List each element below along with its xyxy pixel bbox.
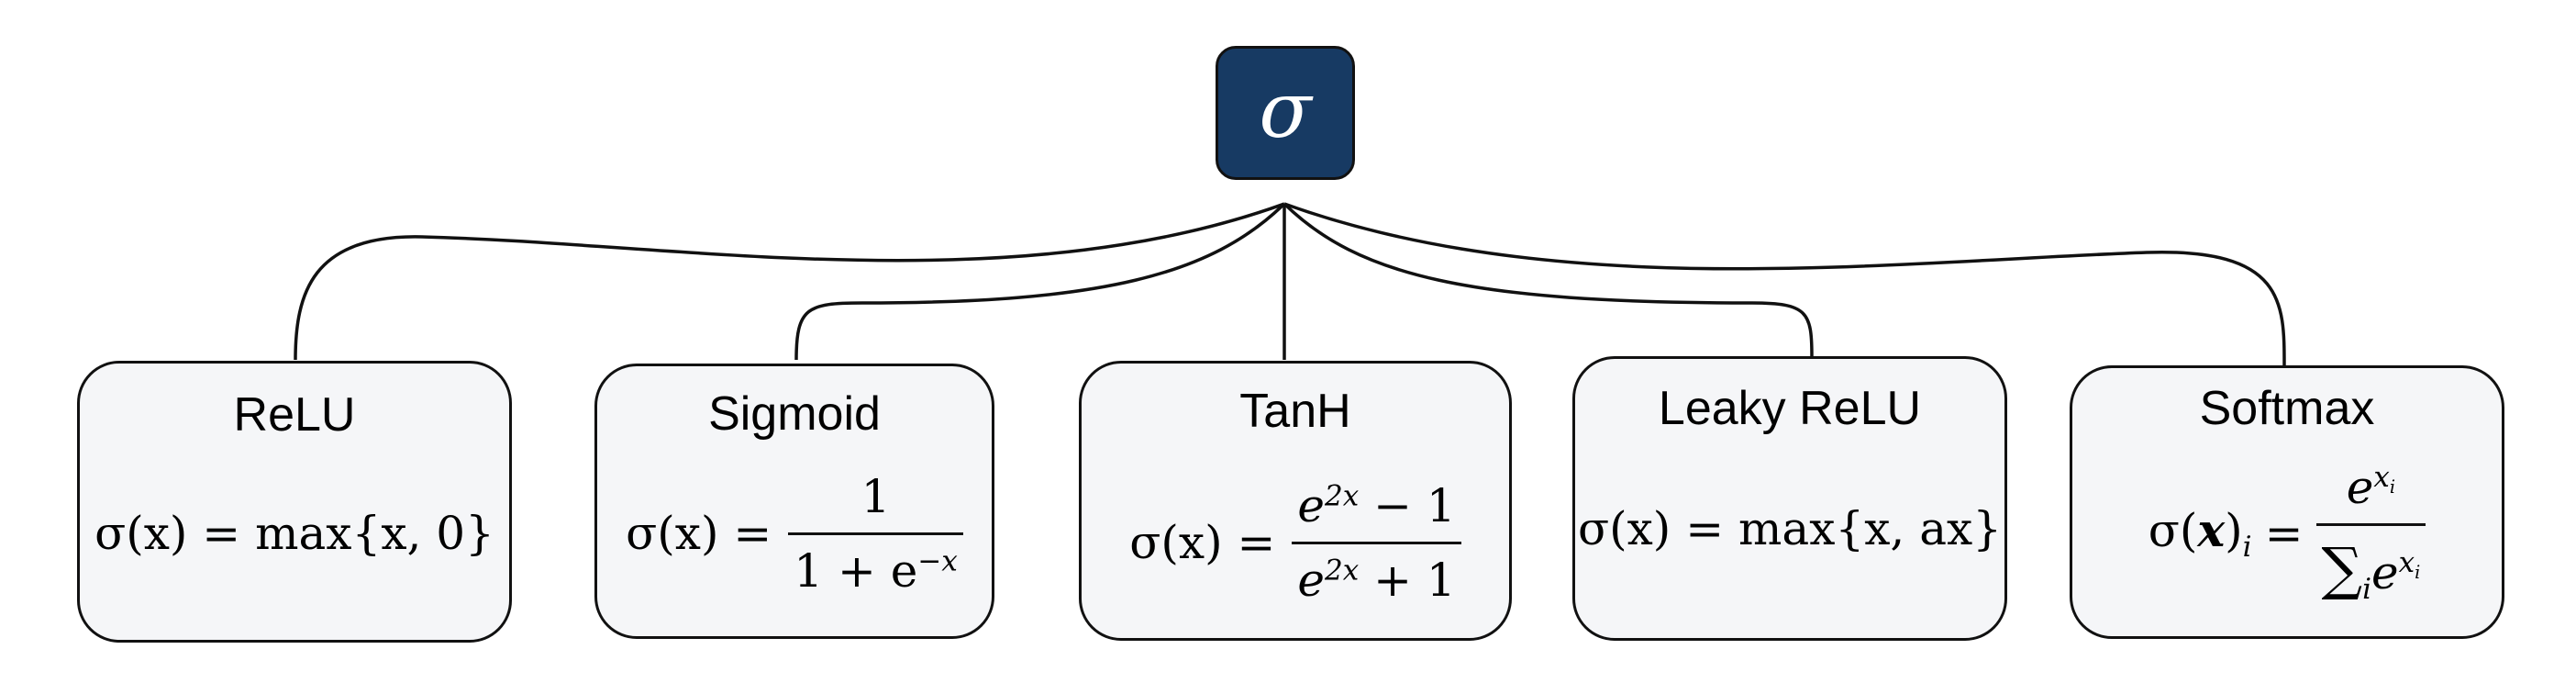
denominator: e2x + 1 — [1292, 541, 1461, 607]
activation-root-node: σ — [1216, 46, 1355, 180]
node-title: Softmax — [2199, 382, 2375, 435]
node-tanh: TanH σ(x) = e2x − 1 e2x + 1 — [1079, 361, 1512, 641]
numerator: 1 — [861, 469, 891, 523]
link-relu — [294, 202, 1285, 361]
fraction: e2x − 1 e2x + 1 — [1292, 478, 1461, 607]
fraction: 1 1 + e−x — [788, 470, 963, 598]
node-title: Leaky ReLU — [1658, 382, 1922, 435]
formula: σ(x) = 1 1 + e−x — [597, 451, 992, 616]
formula-lhs: σ(x) = — [626, 507, 772, 560]
link-sigmoid — [794, 202, 1286, 361]
node-title: ReLU — [233, 388, 356, 442]
formula-lhs: σ(x) = — [1129, 516, 1276, 569]
denominator: ∑iexi — [2315, 523, 2426, 606]
node-sigmoid: Sigmoid σ(x) = 1 1 + e−x — [594, 364, 994, 639]
node-leaky-relu: Leaky ReLU σ(x) = max{x, ax} — [1572, 356, 2007, 641]
node-softmax: Softmax σ(x)i = exi ∑iexi — [2070, 365, 2504, 639]
link-leaky-relu — [1282, 202, 1814, 357]
fraction: exi ∑iexi — [2315, 461, 2426, 606]
numerator: exi — [2346, 461, 2395, 514]
numerator: e2x − 1 — [1297, 478, 1456, 532]
node-title: TanH — [1239, 385, 1351, 438]
sigma-symbol: σ — [1259, 65, 1312, 155]
node-title: Sigmoid — [708, 387, 881, 441]
formula: σ(x) = max{x, ax} — [1577, 502, 2003, 555]
link-softmax — [1283, 202, 2286, 366]
formula-lhs: σ(x)i — [2148, 503, 2252, 564]
denominator: 1 + e−x — [788, 532, 963, 598]
formula: σ(x)i = exi ∑iexi — [2072, 442, 2502, 625]
node-relu: ReLU σ(x) = max{x, 0} — [77, 361, 512, 643]
formula: σ(x) = max{x, 0} — [94, 507, 494, 560]
formula: σ(x) = e2x − 1 e2x + 1 — [1082, 455, 1509, 630]
equals-sign: = — [2264, 507, 2304, 560]
